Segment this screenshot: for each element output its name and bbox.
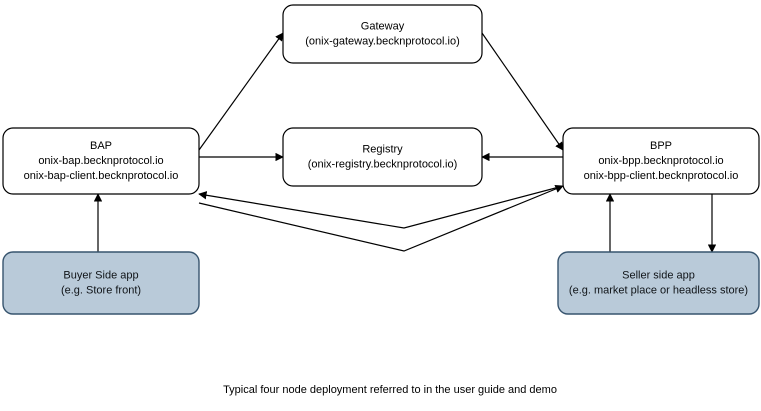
bap-node-label-line-1: onix-bap.becknprotocol.io bbox=[38, 155, 163, 167]
seller-side-app-node-label-line-0: Seller side app bbox=[622, 269, 695, 281]
buyer-side-app-node-label-line-1: (e.g. Store front) bbox=[61, 284, 141, 296]
seller-side-app-node-label-line-1: (e.g. market place or headless store) bbox=[569, 284, 748, 296]
bpp-node-label-line-2: onix-bpp-client.becknprotocol.io bbox=[584, 170, 739, 182]
bap-node[interactable]: BAP onix-bap.becknprotocol.io onix-bap-cli… bbox=[2, 127, 200, 195]
seller-side-app-node-shape bbox=[557, 251, 760, 315]
gateway-node-label-line-0: Gateway bbox=[361, 20, 405, 32]
seller-side-app-node[interactable]: Seller side app (e.g. market place or hea… bbox=[557, 251, 760, 315]
edge-bap-to-gateway bbox=[198, 32, 284, 151]
bap-node-label-line-0: BAP bbox=[90, 140, 112, 152]
gateway-node-label-line-1: (onix-gateway.becknprotocol.io) bbox=[305, 35, 459, 47]
bap-node-shape bbox=[2, 127, 200, 195]
registry-node-label-line-0: Registry bbox=[362, 143, 403, 155]
diagram-caption: Typical four node deployment referred to… bbox=[223, 384, 557, 396]
registry-node-label-line-1: (onix-registry.becknprotocol.io) bbox=[308, 158, 458, 170]
bpp-node-shape bbox=[562, 127, 760, 195]
gateway-node-shape bbox=[282, 4, 483, 64]
gateway-node[interactable]: Gateway (onix-gateway.becknprotocol.io) bbox=[282, 4, 483, 64]
buyer-side-app-node[interactable]: Buyer Side app (e.g. Store front) bbox=[2, 251, 200, 315]
bpp-node-label-line-1: onix-bpp.becknprotocol.io bbox=[598, 155, 723, 167]
edge-bap-to-bpp bbox=[198, 184, 564, 252]
nodes-layer: Gateway (onix-gateway.becknprotocol.io) BA… bbox=[2, 4, 760, 315]
buyer-side-app-node-shape bbox=[2, 251, 200, 315]
registry-node-shape bbox=[282, 127, 483, 187]
registry-node[interactable]: Registry (onix-registry.becknprotocol.io) bbox=[282, 127, 483, 187]
edge-bpp-to-bap bbox=[198, 185, 564, 229]
buyer-side-app-node-label-line-0: Buyer Side app bbox=[63, 269, 138, 281]
bpp-node[interactable]: BPP onix-bpp.becknprotocol.io onix-bpp-cli… bbox=[562, 127, 760, 195]
bap-node-label-line-2: onix-bap-client.becknprotocol.io bbox=[24, 170, 179, 182]
edge-gateway-to-bpp bbox=[481, 32, 564, 151]
bpp-node-label-line-0: BPP bbox=[650, 140, 672, 152]
edges-layer bbox=[93, 32, 717, 253]
